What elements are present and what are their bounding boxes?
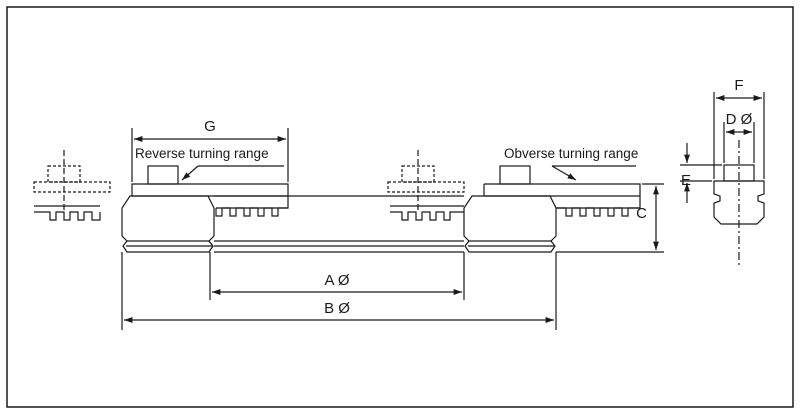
dimension-c	[642, 183, 664, 250]
label-b: B Ø	[324, 300, 350, 317]
dimension-f	[713, 92, 765, 179]
plate-lines	[214, 195, 664, 253]
right-jaw	[483, 165, 641, 196]
reverse-turning-leader	[181, 165, 284, 181]
label-obverse-turning-range: Obverse turning range	[504, 146, 638, 161]
right-jaw-serrations	[484, 195, 641, 217]
label-g: G	[204, 118, 216, 135]
left-jaw	[131, 165, 289, 196]
left-partial-jaw-serrations	[34, 205, 101, 221]
left-chuck-body	[121, 195, 215, 253]
dimension-d	[723, 122, 755, 163]
jaw-detail	[713, 140, 765, 268]
obverse-turning-leader	[551, 165, 636, 181]
dimension-e	[680, 143, 722, 203]
dimension-b	[121, 252, 557, 330]
dimension-a	[209, 252, 465, 300]
label-c: C	[636, 205, 647, 222]
label-f: F	[734, 77, 743, 94]
right-chuck-body	[463, 195, 557, 253]
left-dashed-jaw	[33, 150, 111, 210]
diagram-border	[6, 6, 794, 408]
label-a: A Ø	[324, 272, 349, 289]
dimension-g	[131, 128, 289, 182]
label-e: E	[681, 172, 691, 189]
label-reverse-turning-range: Reverse turning range	[135, 146, 269, 161]
middle-dashed-jaw	[387, 150, 465, 221]
label-d: D Ø	[726, 111, 753, 128]
